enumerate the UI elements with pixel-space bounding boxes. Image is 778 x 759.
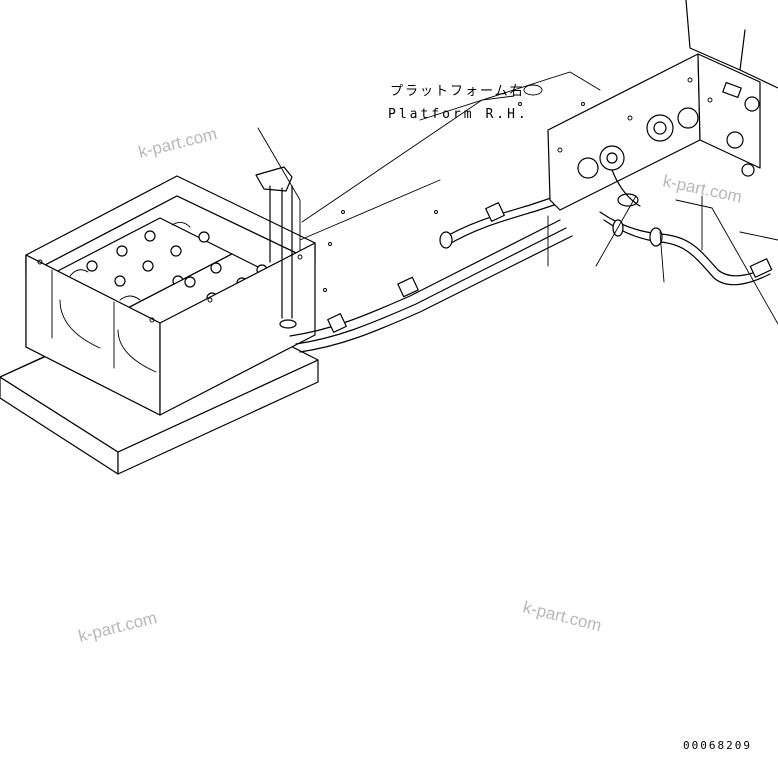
electrical-panel bbox=[547, 0, 778, 211]
callout-label-en: Platform R.H. bbox=[388, 107, 529, 122]
battery-hold-bracket bbox=[255, 166, 297, 329]
watermark-4: k-part.com bbox=[521, 597, 604, 635]
ground-cable bbox=[599, 211, 773, 286]
watermark-3: k-part.com bbox=[76, 608, 159, 646]
callout-label-jp: プラットフォーム右 bbox=[390, 84, 525, 99]
wire-harness bbox=[289, 194, 573, 353]
leader-lines bbox=[257, 95, 778, 325]
drawing-number: 00068209 bbox=[683, 739, 752, 752]
battery-box bbox=[25, 175, 316, 416]
watermark-1: k-part.com bbox=[136, 124, 219, 162]
floor-plate bbox=[299, 71, 601, 292]
